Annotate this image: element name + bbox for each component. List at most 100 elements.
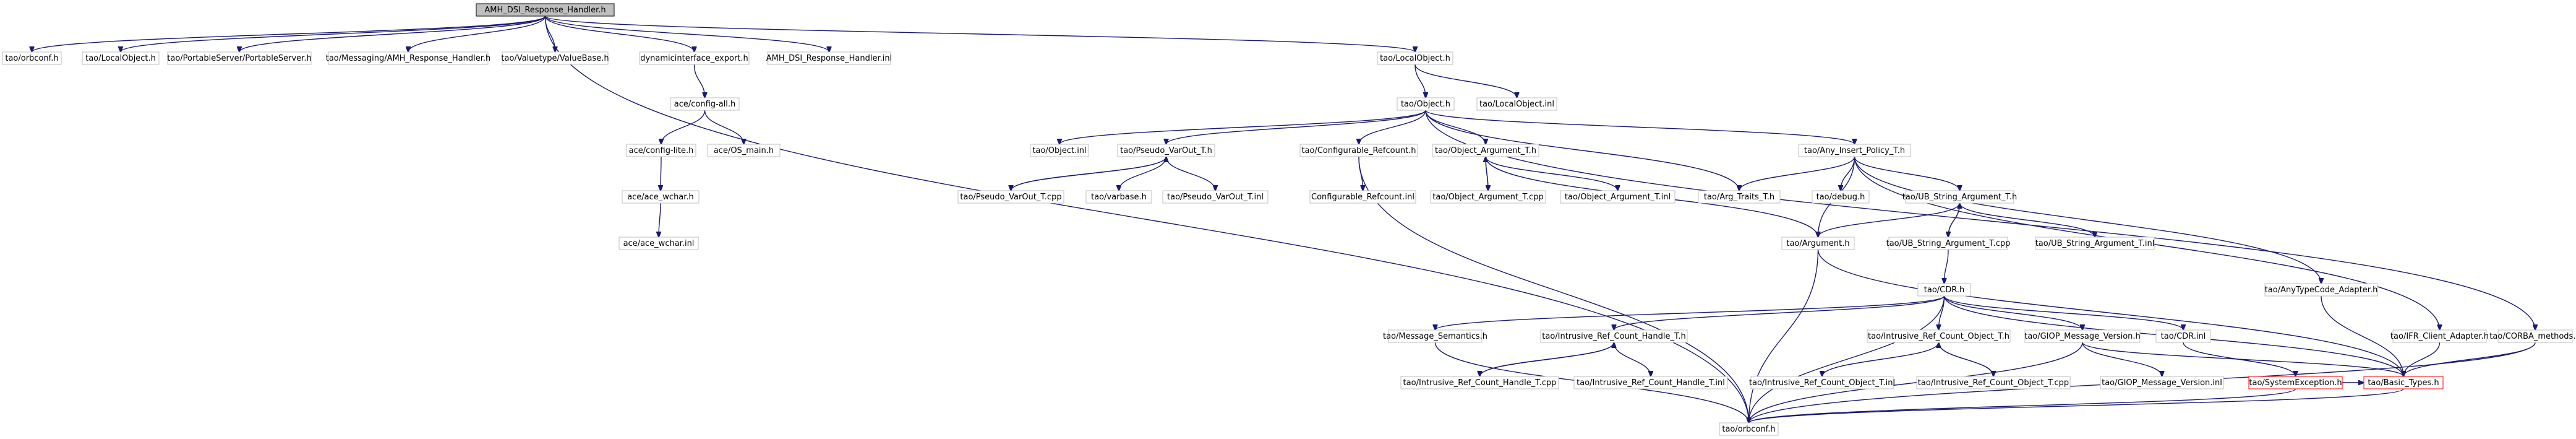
node-config-all[interactable]: ace/config-all.h bbox=[670, 97, 740, 111]
node-config-lite[interactable]: ace/config-lite.h bbox=[626, 144, 696, 157]
node-label: tao/Configurable_Refcount.h bbox=[1301, 146, 1416, 155]
node-root-inl[interactable]: AMH_DSI_Response_Handler.inl bbox=[766, 51, 892, 65]
node-amh-response-handler[interactable]: tao/Messaging/AMH_Response_Handler.h bbox=[326, 51, 491, 65]
node-pseudo-varout-cpp[interactable]: tao/Pseudo_VarOut_T.cpp bbox=[957, 190, 1064, 204]
node-varbase[interactable]: tao/varbase.h bbox=[1085, 190, 1152, 204]
node-cdr-h[interactable]: tao/CDR.h bbox=[1917, 283, 1971, 297]
node-label: tao/Object.h bbox=[1401, 100, 1450, 109]
node-label: tao/CDR.inl bbox=[2161, 332, 2206, 341]
node-label: tao/CDR.h bbox=[1924, 285, 1964, 295]
edge-pseudo_varout_h-to-varbase bbox=[1119, 156, 1167, 191]
node-object-h[interactable]: tao/Object.h bbox=[1397, 97, 1455, 111]
node-label: ace/config-all.h bbox=[674, 100, 736, 109]
node-ace-wchar-inl[interactable]: ace/ace_wchar.inl bbox=[618, 237, 699, 250]
node-anytypecode-adapter[interactable]: tao/AnyTypeCode_Adapter.h bbox=[2264, 283, 2378, 297]
node-arg-traits[interactable]: tao/Arg_Traits_T.h bbox=[1698, 190, 1781, 204]
edge-object_h-to-corba_methods bbox=[1425, 110, 2535, 330]
node-ub-string-h[interactable]: tao/UB_String_Argument_T.h bbox=[1902, 190, 2017, 204]
node-object-argument-cpp[interactable]: tao/Object_Argument_T.cpp bbox=[1430, 190, 1546, 204]
node-giop-version-h[interactable]: tao/GIOP_Message_Version.h bbox=[2024, 329, 2141, 343]
node-box bbox=[670, 97, 740, 111]
node-localobject-left[interactable]: tao/LocalObject.h bbox=[82, 51, 160, 65]
node-object-inl[interactable]: tao/Object.inl bbox=[1030, 144, 1089, 157]
node-intrusive-handle-h[interactable]: tao/Intrusive_Ref_Count_Handle_T.h bbox=[1540, 329, 1688, 343]
node-message-semantics[interactable]: tao/Message_Semantics.h bbox=[1383, 329, 1487, 343]
node-orbconf-bottom[interactable]: tao/orbconf.h bbox=[1719, 422, 1779, 436]
edge-giop_version_h-to-giop_version_inl bbox=[2082, 342, 2162, 376]
node-object-argument-h[interactable]: tao/Object_Argument_T.h bbox=[1432, 144, 1539, 157]
node-box bbox=[639, 51, 750, 65]
node-object-argument-inl[interactable]: tao/Object_Argument_T.inl bbox=[1560, 190, 1675, 204]
node-portableserver[interactable]: tao/PortableServer/PortableServer.h bbox=[167, 51, 312, 65]
edge-any_insert_policy-to-ub_string_h bbox=[1854, 156, 1960, 191]
node-box bbox=[1400, 376, 1559, 389]
node-box bbox=[1430, 190, 1546, 204]
node-cdr-inl[interactable]: tao/CDR.inl bbox=[2155, 329, 2211, 343]
node-label: tao/Pseudo_VarOut_T.cpp bbox=[960, 193, 1061, 202]
node-intrusive-handle-cpp[interactable]: tao/Intrusive_Ref_Count_Handle_T.cpp bbox=[1400, 376, 1559, 389]
node-label: tao/SystemException.h bbox=[2249, 378, 2342, 388]
edge-pseudo_varout_cpp-to-pseudo_varout_h bbox=[1010, 157, 1166, 191]
node-orbconf-top[interactable]: tao/orbconf.h bbox=[2, 51, 62, 65]
node-box bbox=[1560, 190, 1675, 204]
node-corba-methods[interactable]: tao/CORBA_methods.h bbox=[2489, 329, 2576, 343]
node-ub-string-inl[interactable]: tao/UB_String_Argument_T.inl bbox=[2035, 237, 2155, 250]
node-configurable-refcount-inl[interactable]: Configurable_Refcount.inl bbox=[1309, 190, 1416, 204]
node-label: tao/Arg_Traits_T.h bbox=[1704, 193, 1774, 202]
node-argument[interactable]: tao/Argument.h bbox=[1781, 237, 1855, 250]
node-any-insert-policy[interactable]: tao/Any_Insert_Policy_T.h bbox=[1798, 144, 1911, 157]
node-valuebase[interactable]: tao/Valuetype/ValueBase.h bbox=[501, 51, 609, 65]
node-intrusive-object-h[interactable]: tao/Intrusive_Ref_Count_Object_T.h bbox=[1867, 329, 2011, 343]
edge-root-to-orbconf_bottom bbox=[544, 15, 1749, 423]
node-label: tao/LocalObject.h bbox=[85, 54, 156, 63]
node-configurable-refcount-h[interactable]: tao/Configurable_Refcount.h bbox=[1299, 144, 1418, 157]
node-dynamicinterface-export[interactable]: dynamicinterface_export.h bbox=[639, 51, 750, 65]
node-ifr-client-adapter[interactable]: tao/IFR_Client_Adapter.h bbox=[2390, 329, 2489, 343]
node-box bbox=[1917, 283, 1971, 297]
edge-cdr_h-to-orbconf_bottom bbox=[1749, 295, 1945, 423]
node-box bbox=[767, 51, 891, 65]
node-box bbox=[626, 144, 696, 157]
node-box bbox=[1916, 376, 2071, 389]
node-systemexception[interactable]: tao/SystemException.h bbox=[2248, 376, 2343, 389]
edge-systemexception-to-orbconf_bottom bbox=[1749, 388, 2296, 423]
node-ub-string-cpp[interactable]: tao/UB_String_Argument_T.cpp bbox=[1886, 237, 2011, 250]
node-box bbox=[1781, 237, 1855, 250]
node-intrusive-handle-inl[interactable]: tao/Intrusive_Ref_Count_Handle_T.inl bbox=[1573, 376, 1728, 389]
node-label: dynamicinterface_export.h bbox=[640, 54, 748, 63]
node-label: AMH_DSI_Response_Handler.h bbox=[484, 6, 605, 15]
node-pseudo-varout-h[interactable]: tao/Pseudo_VarOut_T.h bbox=[1117, 144, 1215, 157]
edge-intrusive_object_cpp-to-intrusive_object_h bbox=[1939, 342, 1994, 377]
node-intrusive-object-inl[interactable]: tao/Intrusive_Ref_Count_Object_T.inl bbox=[1749, 376, 1895, 389]
node-ace-wchar-h[interactable]: ace/ace_wchar.h bbox=[622, 190, 700, 204]
node-label: tao/PortableServer/PortableServer.h bbox=[167, 54, 311, 63]
node-os-main[interactable]: ace/OS_main.h bbox=[707, 144, 781, 157]
node-pseudo-varout-inl[interactable]: tao/Pseudo_VarOut_T.inl bbox=[1162, 190, 1269, 204]
node-intrusive-object-cpp[interactable]: tao/Intrusive_Ref_Count_Object_T.cpp bbox=[1916, 376, 2071, 389]
node-localobject-inl[interactable]: tao/LocalObject.inl bbox=[1476, 97, 1557, 111]
node-box bbox=[2, 51, 62, 65]
node-box bbox=[2392, 329, 2487, 343]
node-giop-version-inl[interactable]: tao/GIOP_Message_Version.inl bbox=[2100, 376, 2224, 389]
node-box bbox=[1719, 422, 1779, 436]
node-label: tao/Intrusive_Ref_Count_Object_T.h bbox=[1868, 332, 2009, 341]
node-basic-types[interactable]: tao/Basic_Types.h bbox=[2363, 376, 2444, 389]
node-label: tao/Object_Argument_T.cpp bbox=[1432, 193, 1543, 202]
nodes-layer: AMH_DSI_Response_Handler.h tao/orbconf.h t… bbox=[2, 3, 2576, 436]
node-box bbox=[1388, 329, 1483, 343]
node-label: ace/ace_wchar.h bbox=[627, 193, 694, 202]
edge-root-to-portableserver bbox=[239, 15, 546, 52]
node-box bbox=[1798, 144, 1911, 157]
node-debug[interactable]: tao/debug.h bbox=[1812, 190, 1870, 204]
node-label: tao/varbase.h bbox=[1091, 193, 1147, 202]
edge-object_h-to-pseudo_varout_h bbox=[1166, 110, 1426, 144]
node-label: tao/Object.inl bbox=[1032, 146, 1086, 155]
node-box bbox=[82, 51, 160, 65]
node-localobject-right[interactable]: tao/LocalObject.h bbox=[1377, 51, 1453, 65]
edges-layer bbox=[32, 15, 2536, 423]
edge-argument-to-basic_types bbox=[1817, 249, 2404, 376]
node-label: tao/UB_String_Argument_T.h bbox=[1902, 193, 2017, 202]
node-box bbox=[618, 237, 699, 250]
node-label: tao/Messaging/AMH_Response_Handler.h bbox=[326, 54, 491, 63]
node-box bbox=[1905, 190, 2014, 204]
